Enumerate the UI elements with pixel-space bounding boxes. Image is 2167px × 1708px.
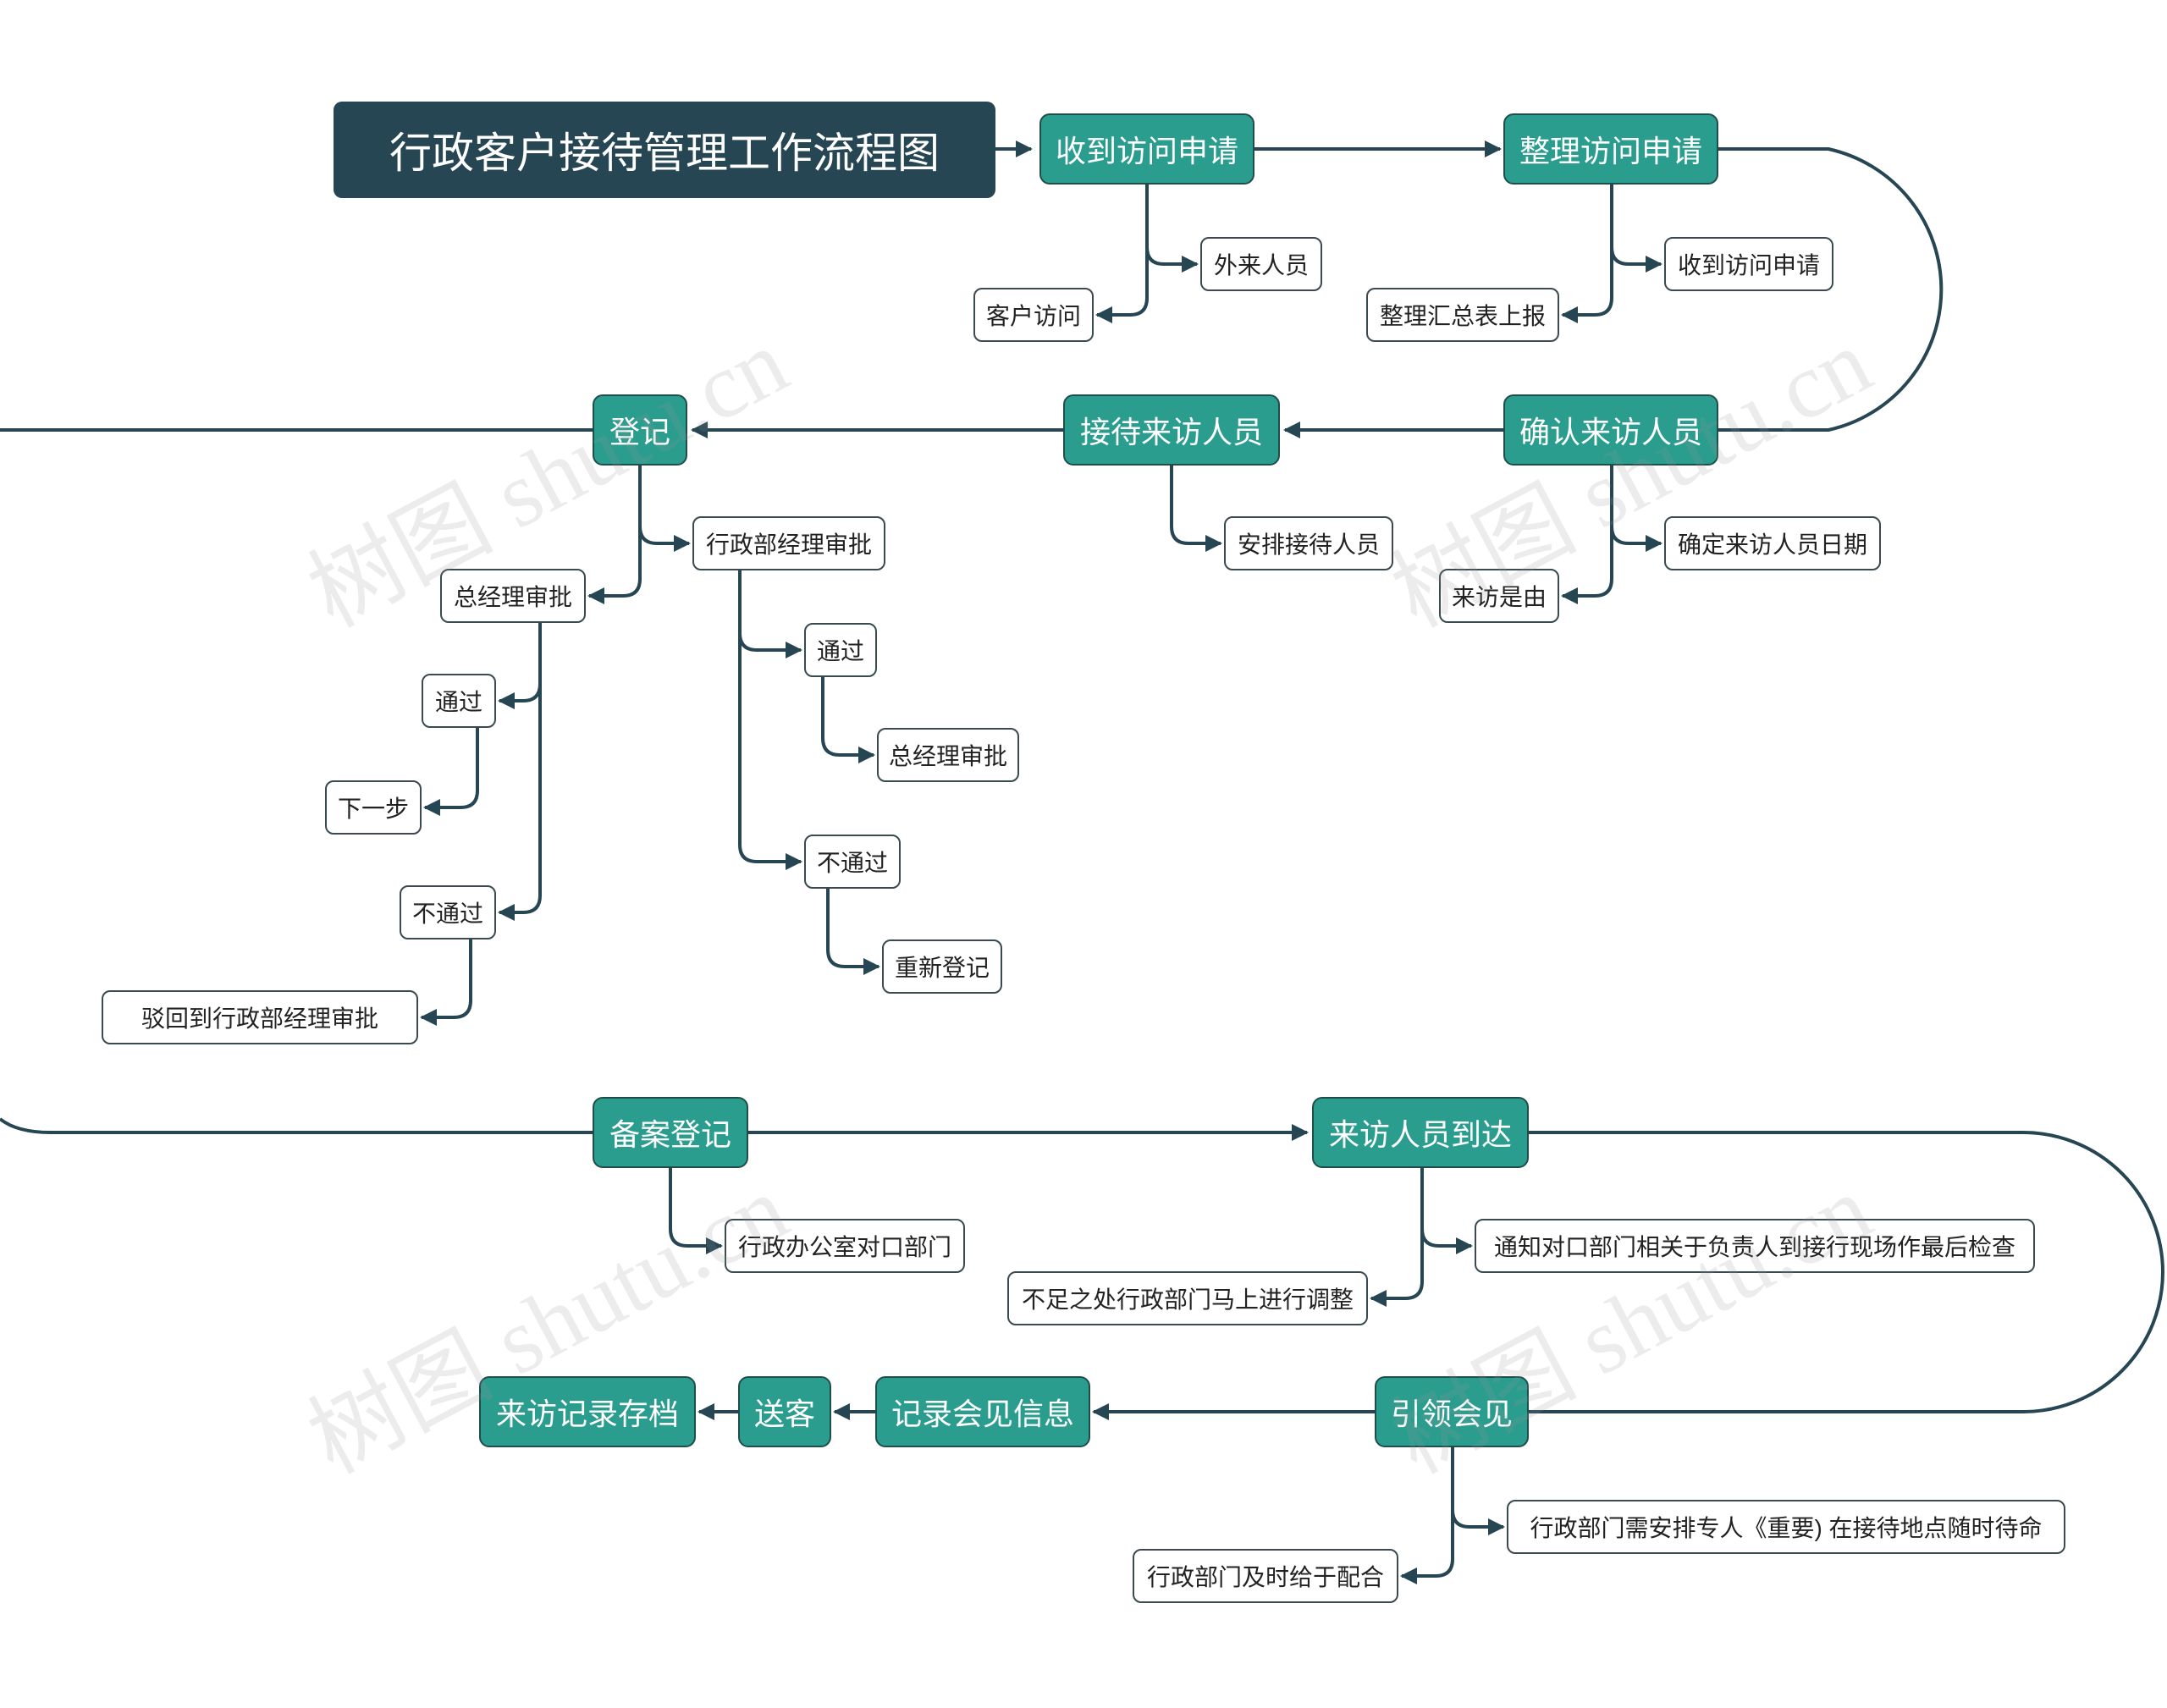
step-organize-application[interactable]: 整理访问申请 [1503, 113, 1718, 185]
link-receive-outsider [1145, 185, 1199, 273]
detail-pass-left[interactable]: 通过 [422, 674, 496, 728]
link-guide-cooperate [1400, 1447, 1454, 1584]
detail-re-register[interactable]: 重新登记 [882, 939, 1002, 994]
link-register-archive-curve [0, 428, 593, 1134]
link-pass-next [423, 726, 479, 816]
step-visitor-arrival[interactable]: 来访人员到达 [1312, 1097, 1529, 1168]
link-adminmgr-pass [738, 570, 802, 658]
step-archive-register[interactable]: 备案登记 [593, 1097, 748, 1168]
link-confirm-date [1610, 466, 1662, 552]
detail-gm-approval-left[interactable]: 总经理审批 [440, 569, 586, 623]
detail-confirm-date[interactable]: 确定来访人员日期 [1664, 516, 1881, 570]
link-organize-confirm-curve [1718, 147, 1944, 432]
step-archive-record[interactable]: 来访记录存档 [479, 1376, 696, 1447]
link-gm-fail [498, 621, 542, 921]
link-organize-summary [1561, 185, 1613, 323]
link-arrival-guide-curve [1529, 1131, 2164, 1413]
detail-admin-office-dept[interactable]: 行政办公室对口部门 [725, 1219, 965, 1273]
page-title: 行政客户接待管理工作流程图 [334, 102, 995, 198]
link-archive-office [669, 1168, 723, 1254]
link-fail-reregister [826, 889, 880, 975]
link-gm-pass [498, 621, 542, 709]
link-receive-clientvisit [1095, 185, 1149, 323]
link-arrival-notify [1420, 1168, 1473, 1254]
link-register-adminmgr [638, 466, 691, 552]
detail-client-visit[interactable]: 客户访问 [973, 288, 1094, 342]
step-guide-meeting[interactable]: 引领会见 [1375, 1376, 1529, 1447]
detail-fail-mid[interactable]: 不通过 [804, 835, 901, 889]
detail-adjust[interactable]: 不足之处行政部门马上进行调整 [1007, 1271, 1368, 1325]
step-record-meeting[interactable]: 记录会见信息 [875, 1376, 1090, 1447]
detail-fail-left[interactable]: 不通过 [400, 885, 496, 939]
detail-admin-manager-approval[interactable]: 行政部经理审批 [692, 516, 885, 570]
detail-cooperate[interactable]: 行政部门及时给于配合 [1133, 1549, 1398, 1603]
link-confirm-reason [1561, 466, 1613, 604]
step-receive-application[interactable]: 收到访问申请 [1039, 113, 1254, 185]
detail-special-staff[interactable]: 行政部门需安排专人《重要) 在接待地点随时待命 [1507, 1500, 2065, 1554]
step-send-off[interactable]: 送客 [738, 1376, 831, 1447]
link-reception-arrange [1170, 466, 1222, 552]
detail-pass-mid[interactable]: 通过 [804, 623, 877, 677]
link-register-gm [587, 466, 642, 604]
link-organize-received [1610, 185, 1662, 273]
detail-received-application[interactable]: 收到访问申请 [1664, 237, 1833, 291]
link-guide-special [1451, 1447, 1505, 1535]
detail-next-step[interactable]: 下一步 [325, 780, 422, 835]
link-fail-reject [420, 939, 472, 1026]
link-arrival-adjust [1370, 1168, 1424, 1307]
step-register[interactable]: 登记 [593, 394, 687, 466]
detail-notify-dept[interactable]: 通知对口部门相关于负责人到接行现场作最后检查 [1475, 1219, 2035, 1273]
detail-arrange-staff[interactable]: 安排接待人员 [1224, 516, 1393, 570]
detail-gm-approval-mid[interactable]: 总经理审批 [877, 728, 1019, 782]
detail-summary-report[interactable]: 整理汇总表上报 [1366, 288, 1559, 342]
detail-visit-reason[interactable]: 来访是由 [1439, 569, 1559, 623]
link-adminmgr-fail [738, 570, 802, 870]
detail-outsider[interactable]: 外来人员 [1200, 237, 1322, 291]
link-pass-gm-mid [821, 677, 875, 763]
step-receive-visitor[interactable]: 接待来访人员 [1063, 394, 1280, 466]
step-confirm-visitor[interactable]: 确认来访人员 [1503, 394, 1718, 466]
detail-reject-back[interactable]: 驳回到行政部经理审批 [102, 990, 418, 1044]
